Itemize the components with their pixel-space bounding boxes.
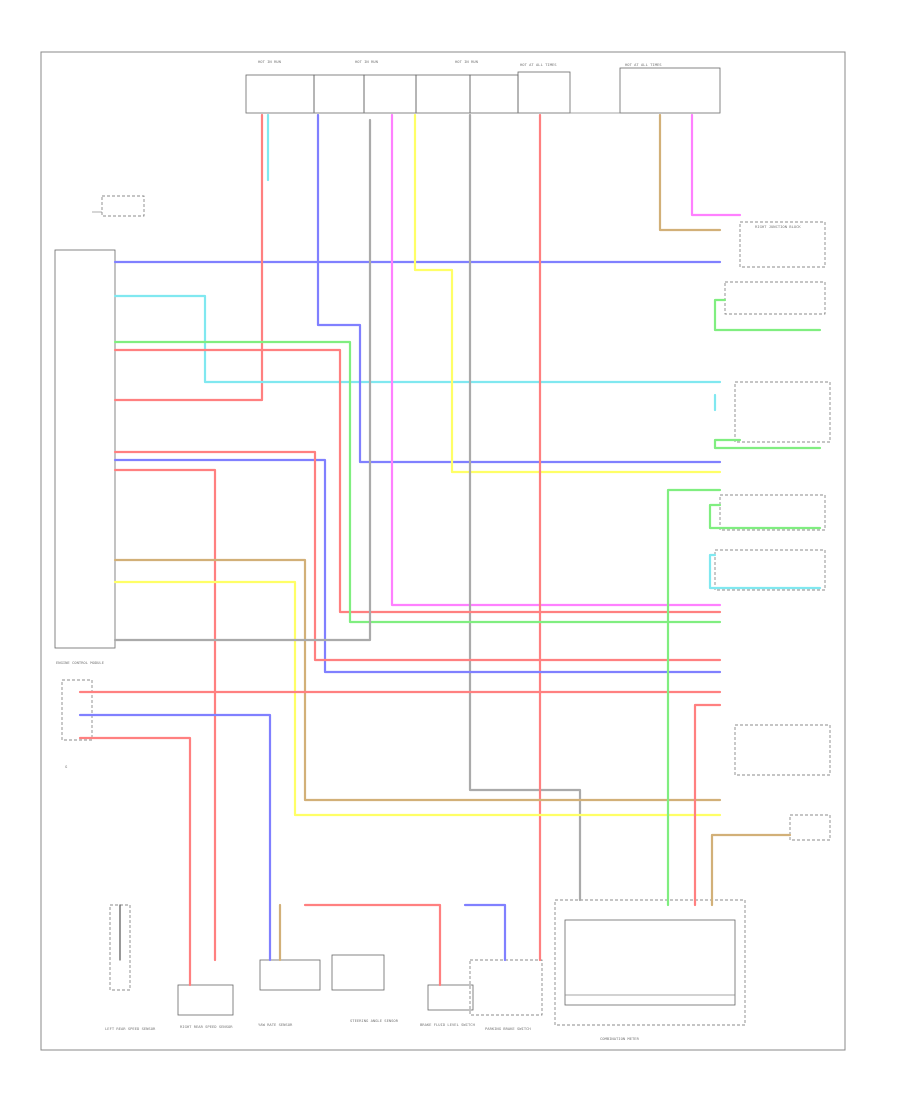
wire-green-5 — [708, 503, 822, 530]
wire-red-9 — [303, 903, 442, 987]
top-fuse-panel: HOT IN RUN HOT IN RUN HOT IN RUN HOT AT … — [245, 59, 721, 114]
wire-red-7 — [78, 736, 192, 987]
wire-brown-3 — [710, 833, 792, 907]
wire-pink-2 — [690, 113, 742, 217]
ecm-label: ENGINE CONTROL MODULE — [56, 660, 105, 665]
wire-pink-1 — [390, 113, 722, 607]
wire-gray-1 — [468, 113, 582, 902]
ground-left-label: G — [65, 764, 68, 769]
wire-red-3 — [113, 348, 722, 614]
fuse-label-4: HOT AT ALL TIMES — [520, 62, 557, 67]
diagram-frame — [40, 51, 846, 1051]
wire-blue-2 — [316, 113, 722, 464]
wire-red-5 — [113, 450, 722, 662]
wire-red-1 — [113, 113, 264, 402]
yaw-rate-sensor-label: YAW RATE SENSOR — [258, 1022, 293, 1027]
wire-green-1 — [113, 340, 722, 624]
fuse-label-2: HOT IN RUN — [355, 59, 379, 64]
fuse-label-3: HOT IN RUN — [455, 59, 479, 64]
fuse-label-5: HOT AT ALL TIMES — [625, 62, 662, 67]
fuse-label-1: HOT IN RUN — [258, 59, 282, 64]
wire-yellow-1 — [413, 113, 722, 474]
wire-brown-1 — [658, 113, 722, 232]
wire-blue-4 — [78, 713, 272, 962]
wire-brown-2 — [113, 558, 722, 802]
steering-angle-label: STEERING ANGLE SENSOR — [350, 1018, 399, 1023]
wire-green-4 — [713, 438, 822, 450]
left-rear-sensor-label: LEFT REAR SPEED SENSOR — [105, 1026, 156, 1031]
wire-cyan-4 — [708, 553, 822, 590]
wire-red-4 — [113, 468, 217, 962]
left-lower-module: G — [61, 679, 93, 769]
wire-green-3 — [713, 298, 822, 332]
right-rear-sensor-label: RIGHT REAR SPEED SENSOR — [180, 1024, 233, 1029]
wire-green-2 — [666, 488, 722, 907]
brake-fluid-label: BRAKE FLUID LEVEL SWITCH — [420, 1022, 476, 1027]
wire-yellow-2 — [113, 580, 722, 817]
right-connector-label: RIGHT JUNCTION BLOCK — [755, 224, 801, 229]
parking-brake-label: PARKING BRAKE SWITCH — [485, 1026, 531, 1031]
wire-blue-3 — [113, 458, 722, 674]
wire-red-8 — [693, 703, 722, 907]
combination-meter-label: COMBINATION METER — [600, 1036, 640, 1041]
wire-cyan-2 — [113, 294, 722, 384]
right-connector-group: RIGHT JUNCTION BLOCK — [714, 221, 831, 841]
wire-blue-5 — [463, 903, 507, 962]
wire-gray-2 — [113, 118, 372, 642]
upper-left-switch — [92, 195, 145, 217]
